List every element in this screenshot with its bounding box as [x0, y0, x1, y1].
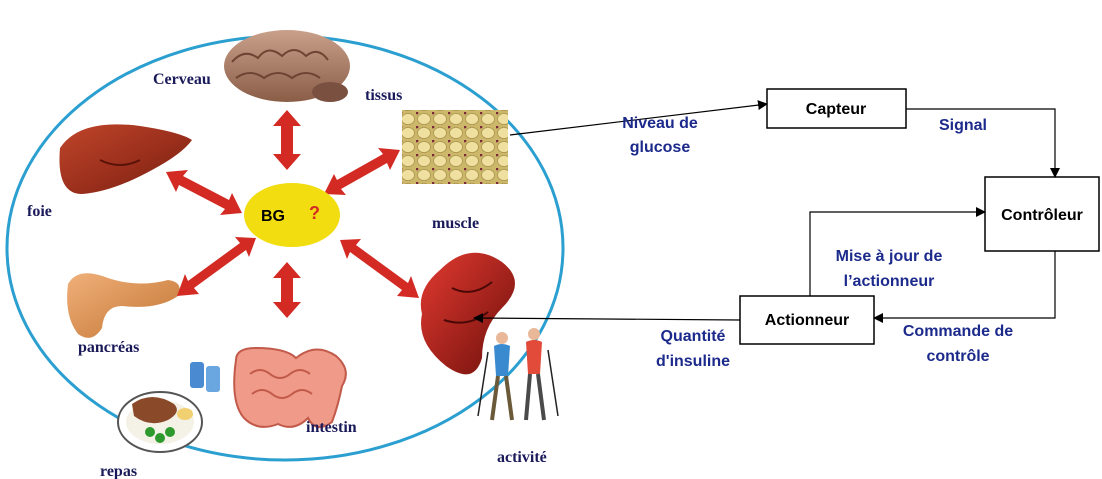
arrow-brain-bg — [273, 110, 301, 170]
control-command-label-line2: contrôle — [926, 348, 989, 365]
signal-label: Signal — [939, 117, 987, 134]
controller-to-actuator-arrow — [873, 251, 1056, 323]
actuator-to-muscle-arrow — [473, 313, 741, 324]
liver-illustration — [59, 124, 192, 194]
organ-label-pancreas: pancréas — [78, 339, 139, 356]
organ-label-intestine: intestin — [306, 419, 357, 436]
organ-label-muscle: muscle — [432, 215, 479, 232]
glucose-level-label-line2: glucose — [630, 139, 691, 156]
activity-illustration — [477, 328, 559, 421]
sensor-box — [766, 88, 907, 129]
organ-label-liver: foie — [27, 203, 52, 220]
muscle-illustration — [420, 252, 515, 375]
sensor-label: Capteur — [806, 101, 866, 118]
red-arrows — [166, 110, 419, 318]
bg-center-label: BG — [261, 208, 285, 225]
actuator-to-controller-arrow — [809, 207, 986, 296]
arrow-tissue-bg — [324, 148, 400, 195]
meal-illustration — [117, 362, 220, 453]
pancreas-illustration — [67, 273, 180, 338]
actuator-update-label-line1: Mise à jour de — [836, 248, 943, 265]
actuator-box — [739, 295, 875, 345]
actuator-label: Actionneur — [765, 312, 849, 329]
arrow-pancreas-bg — [177, 237, 256, 296]
arrow-liver-bg — [166, 170, 242, 215]
control-command-label-line1: Commande de — [903, 323, 1013, 340]
intestine-illustration — [233, 346, 347, 429]
brain-illustration — [224, 30, 350, 102]
tissue-to-sensor-arrow — [509, 100, 768, 136]
control-loop-connectors — [473, 100, 1060, 324]
actuator-update-label-line2: l’actionneur — [844, 273, 935, 290]
bg-center-node — [244, 183, 340, 247]
sensor-to-controller-arrow — [906, 108, 1060, 178]
organ-label-meal: repas — [100, 463, 137, 479]
arrow-intestine-bg — [273, 262, 301, 318]
bg-center-mark: ? — [309, 203, 320, 223]
arrow-muscle-bg — [340, 239, 419, 298]
insulin-quantity-label-line2: d'insuline — [656, 353, 730, 370]
insulin-quantity-label-line1: Quantité — [661, 328, 726, 345]
organ-label-tissue: tissus — [365, 87, 402, 104]
organ-label-brain: Cerveau — [153, 71, 211, 88]
glucose-level-label-line1: Niveau de — [622, 115, 698, 132]
controller-box — [984, 176, 1100, 252]
controller-label: Contrôleur — [1001, 207, 1083, 224]
organ-label-activity: activité — [497, 449, 547, 466]
tissue-illustration — [402, 110, 508, 184]
